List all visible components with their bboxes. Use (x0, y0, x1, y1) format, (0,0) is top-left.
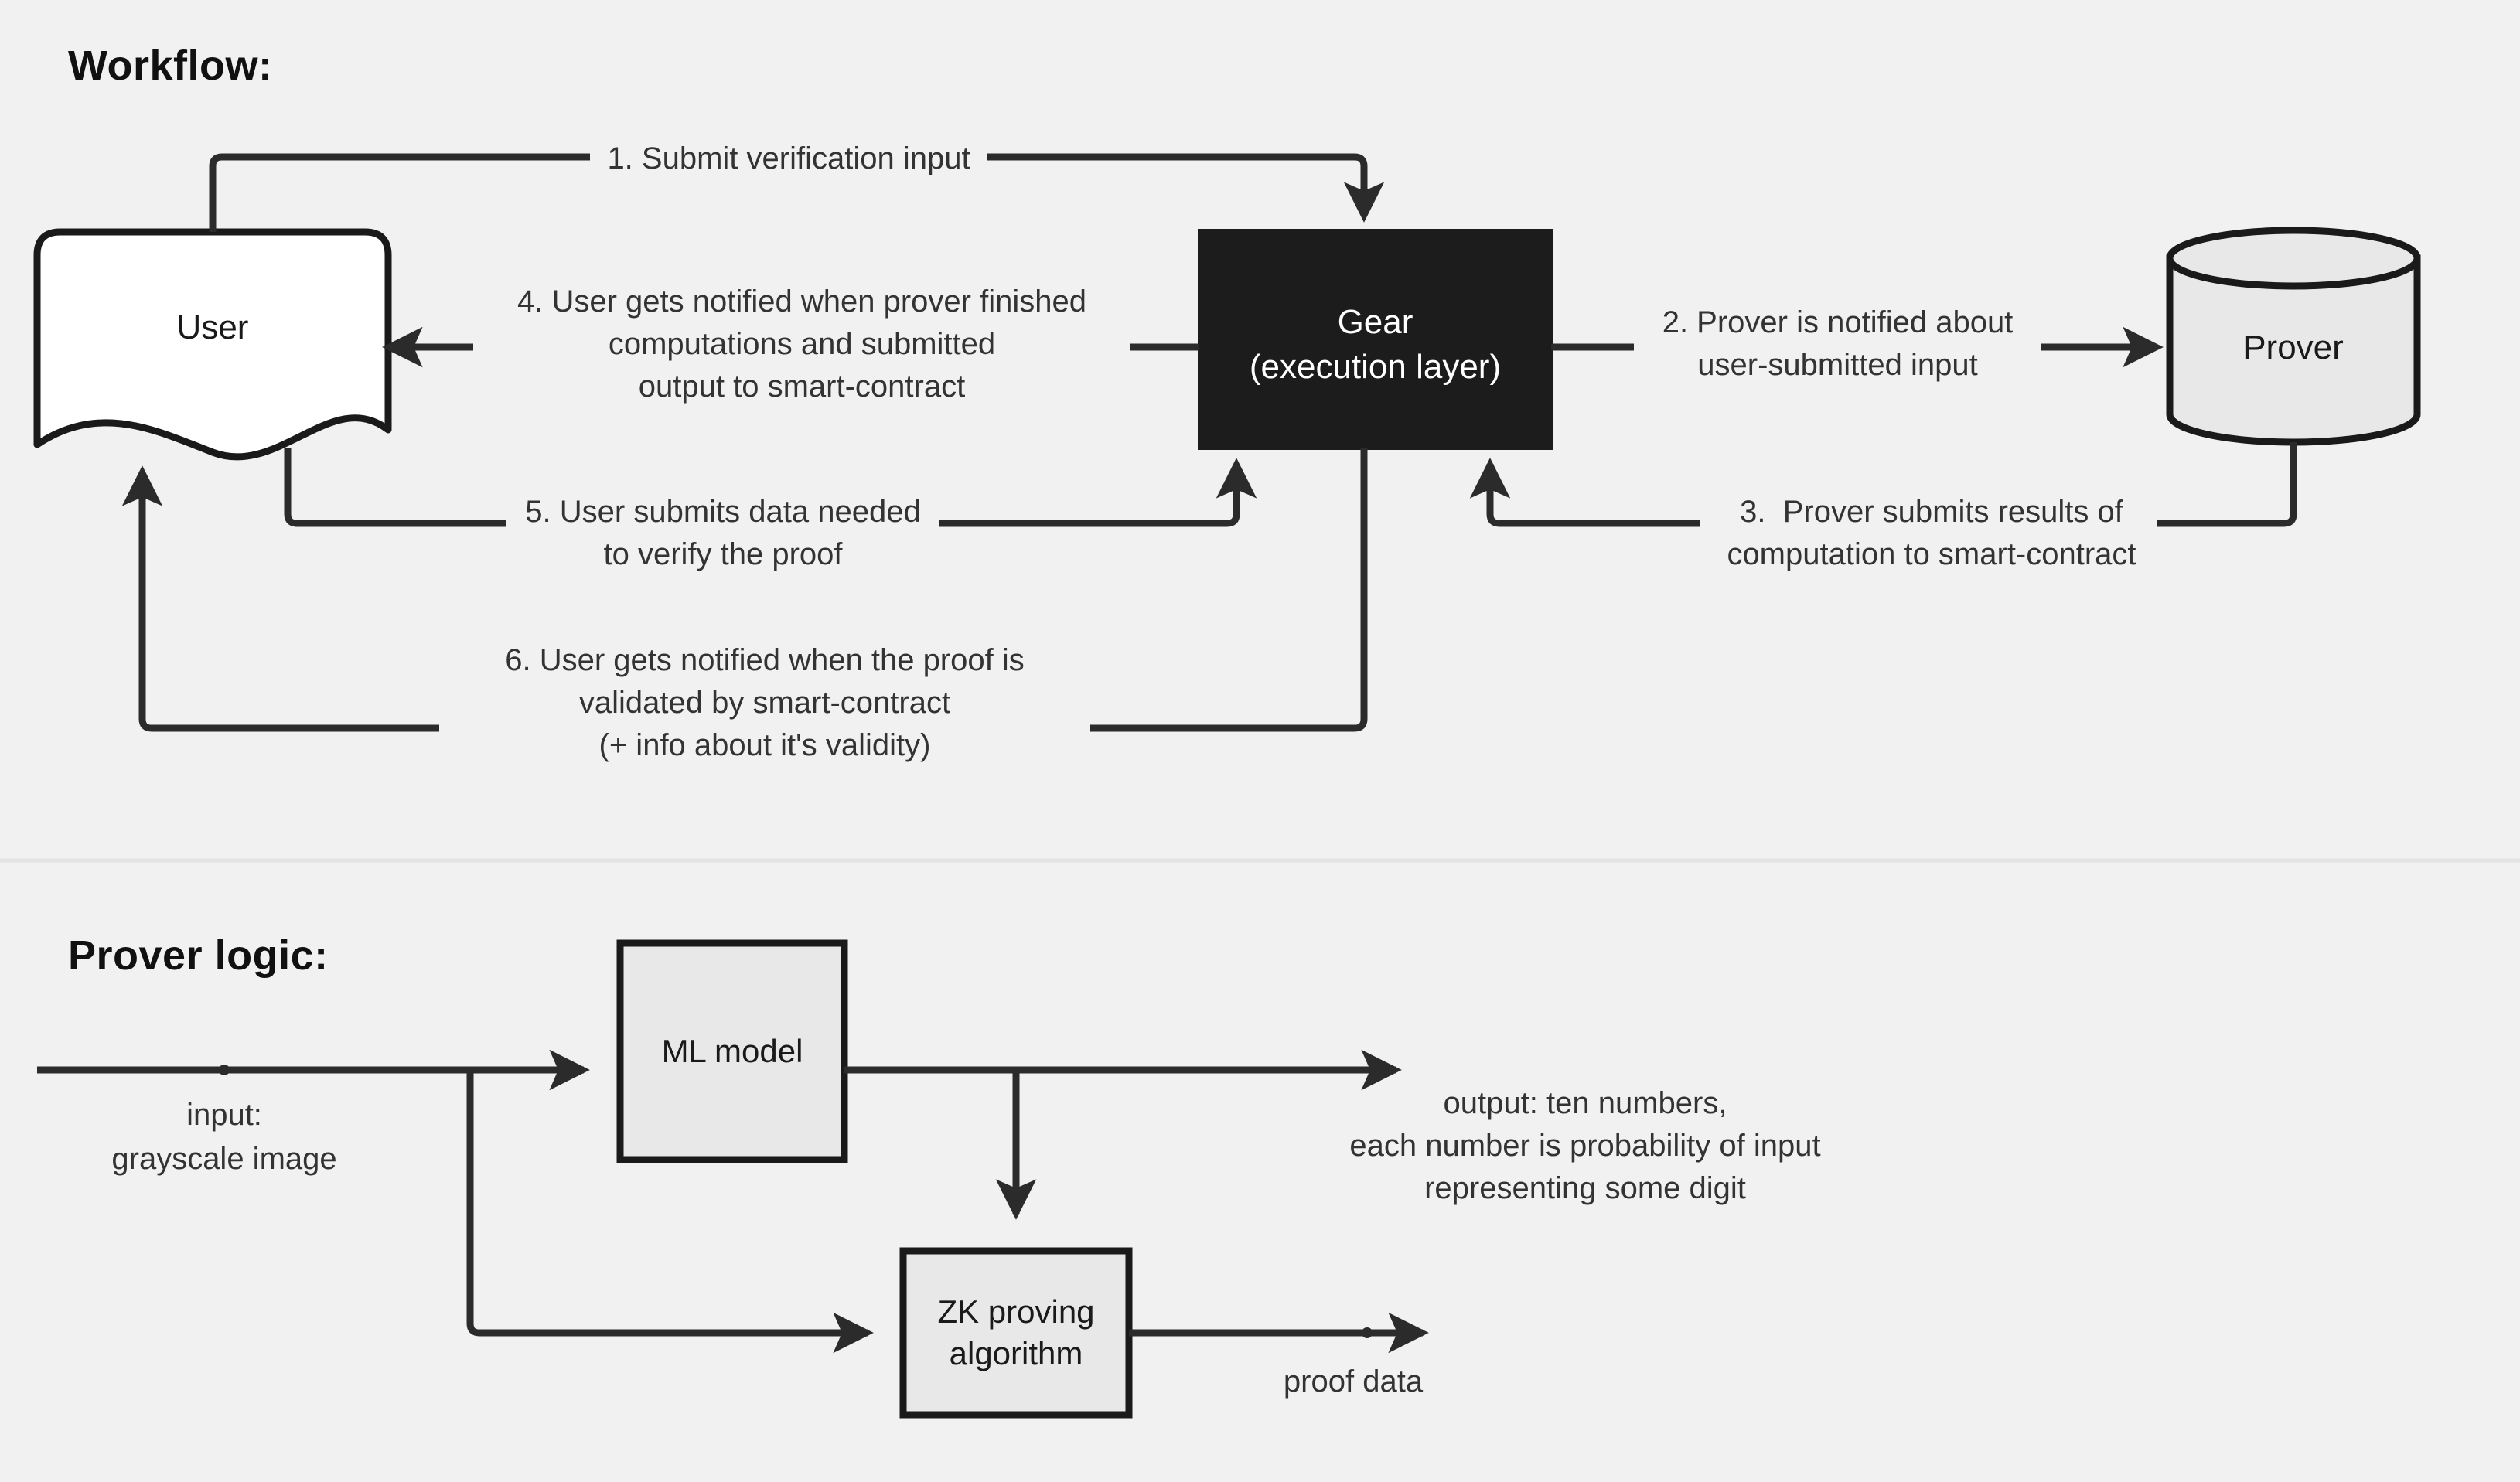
edge-label-input-line2: grayscale image (111, 1142, 337, 1176)
page-title-workflow: Workflow: (68, 43, 273, 89)
edge-label-6-line2: validated by smart-contract (578, 686, 951, 720)
edge-label-4-line1: 4. User gets notified when prover finish… (517, 284, 1086, 319)
edge-label-output-line3: representing some digit (1424, 1171, 1746, 1205)
node-gear[interactable] (1198, 229, 1553, 450)
edge-label-output-line2: each number is probability of input (1349, 1129, 1821, 1163)
input-waypoint-dot (219, 1065, 230, 1075)
node-label-zk-line2: algorithm (949, 1335, 1083, 1371)
node-ml-model[interactable] (616, 939, 848, 1163)
node-label-zk-line1: ZK proving (937, 1293, 1095, 1330)
node-label-prover: Prover (2243, 329, 2344, 366)
node-user[interactable] (33, 228, 392, 461)
edge-label-4-line2: computations and submitted (608, 327, 996, 361)
edge-3-from-prover (2157, 442, 2297, 527)
edge-label-4-line3: output to smart-contract (638, 370, 966, 404)
edge-label-6-line3: (+ info about it's validity) (598, 728, 931, 762)
edge-label-proof-data: proof data (1283, 1364, 1424, 1399)
edge-3-prover-to-gear (1469, 458, 1700, 527)
edge-label-3-line2: computation to smart-contract (1727, 537, 2136, 571)
edge-5-from-user (284, 448, 506, 527)
edge-6-gear-to-user (121, 465, 439, 732)
edge-label-6-line1: 6. User gets notified when the proof is (505, 643, 1025, 677)
edge-label-2-line1: 2. Prover is notified about (1662, 305, 2014, 339)
edge-label-1-line1: 1. Submit verification input (607, 141, 970, 175)
edge-label-5-line2: to verify the proof (603, 537, 843, 571)
edge-1-user-to-gear (209, 153, 1364, 232)
node-prover[interactable] (2166, 227, 2421, 446)
edge-6-from-gear (1090, 448, 1368, 732)
edge-label-3-line1: 3. Prover submits results of (1740, 495, 2123, 529)
node-label-gear-line2: (execution layer) (1249, 348, 1502, 386)
edge-label-input-line1: input: (186, 1098, 262, 1132)
edge-label-2-line2: user-submitted input (1697, 348, 1978, 382)
proof-waypoint-dot (1362, 1327, 1373, 1338)
edge-input-to-zk (466, 1070, 874, 1354)
edge-5-user-to-gear (939, 458, 1257, 527)
node-label-ml-model: ML model (661, 1033, 803, 1069)
node-label-gear-line1: Gear (1337, 303, 1413, 341)
edge-label-5-line1: 5. User submits data needed (525, 495, 921, 529)
page-title-prover-logic: Prover logic: (68, 932, 329, 979)
edge-label-output-line1: output: ten numbers, (1443, 1086, 1727, 1120)
node-label-user: User (176, 308, 249, 346)
